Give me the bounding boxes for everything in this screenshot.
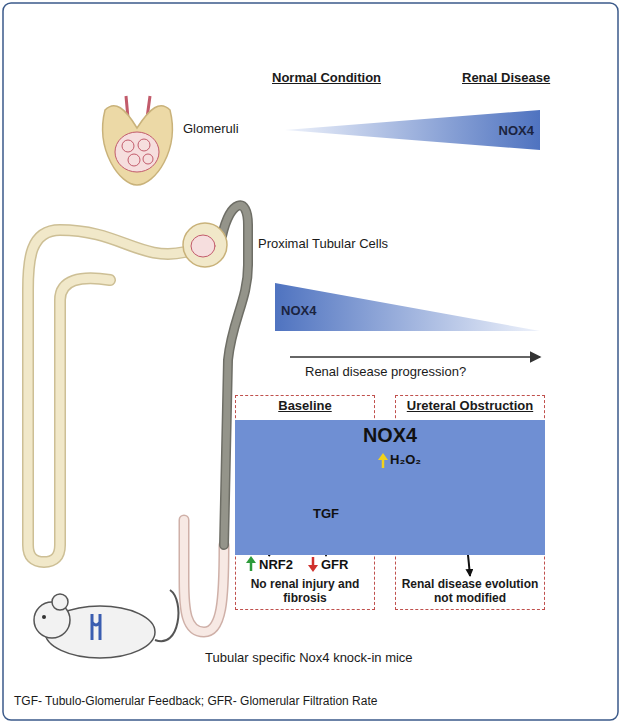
node-text: NOX4 xyxy=(281,303,316,318)
node-text: NOX4 xyxy=(499,123,534,138)
part-label: Glomeruli xyxy=(183,121,239,136)
nephron-drawing xyxy=(28,205,248,632)
up-arrow-green xyxy=(246,556,256,571)
column-heading: Renal Disease xyxy=(462,70,550,85)
down-arrow-red xyxy=(308,557,318,572)
axis-label: Renal disease progression? xyxy=(305,364,466,379)
node-text: GFR xyxy=(321,557,348,572)
marker-label: NRF2 xyxy=(259,557,293,572)
part-label: Proximal Tubular Cells xyxy=(258,236,388,251)
footnote: TGF- Tubulo-Glomerular Feedback; GFR- Gl… xyxy=(14,694,377,708)
column-heading: Normal Condition xyxy=(272,70,381,85)
progression-arrow xyxy=(290,356,540,358)
mouse-icon xyxy=(34,590,178,658)
node-text: Ureteral Obstruction xyxy=(396,398,544,413)
gradient-wedge: NOX4 xyxy=(275,283,540,331)
process-label: TGF xyxy=(313,506,339,521)
nox4-band: NOX4H₂O₂ TGF xyxy=(235,420,545,555)
part-label: Tubular specific Nox4 knock-in mice xyxy=(205,650,413,665)
molecule-label: H₂O₂ xyxy=(390,452,421,467)
gradient-wedge: NOX4 xyxy=(285,110,540,150)
frame xyxy=(3,3,618,720)
node-text: Baseline xyxy=(236,398,374,413)
marker-label: GFR xyxy=(321,557,348,572)
node-text: NRF2 xyxy=(259,557,293,572)
node-body-text: Renal disease evolution not modified xyxy=(400,577,540,605)
node-text: H₂O₂ xyxy=(390,452,421,467)
glomerulus-icon xyxy=(103,96,173,185)
node-text: NOX4 xyxy=(235,424,545,447)
node-text: TGF xyxy=(313,506,339,521)
node-body-text: No renal injury and fibrosis xyxy=(240,577,370,605)
